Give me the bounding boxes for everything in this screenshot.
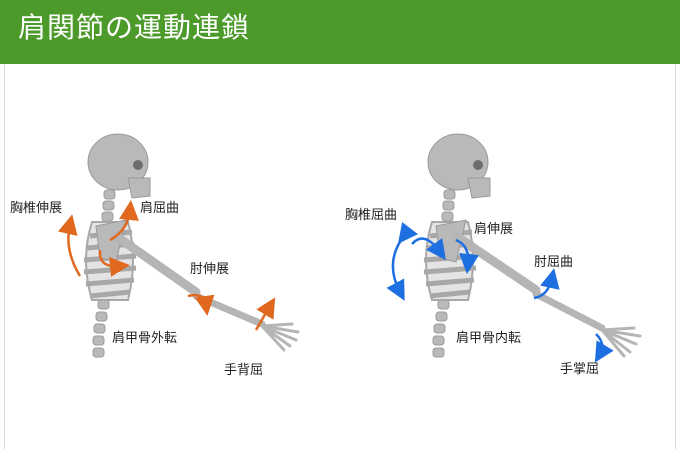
right-label-thoracic: 胸椎屈曲 <box>345 208 398 223</box>
right-elbow-arrow <box>533 268 560 300</box>
right-arrows <box>386 221 614 363</box>
right-hand <box>600 326 642 358</box>
right-skeleton <box>423 133 642 358</box>
left-label-shoulder: 肩屈曲 <box>140 201 180 216</box>
right-thoracic-arrow <box>386 221 419 301</box>
right-skull <box>427 133 491 199</box>
left-wrist-arrow <box>254 297 276 331</box>
right-label-shoulder: 肩伸展 <box>474 222 514 237</box>
left-scapula-arrow <box>98 249 130 277</box>
left-label-thoracic: 胸椎伸展 <box>10 201 63 216</box>
right-wrist-arrow <box>594 333 614 363</box>
right-label-wrist: 手掌屈 <box>560 362 600 377</box>
right-label-scapula: 肩甲骨内転 <box>456 331 522 346</box>
left-arrows <box>58 200 276 331</box>
left-thoracic-arrow <box>58 214 82 277</box>
title-bar: 肩関節の運動連鎖 <box>0 0 680 64</box>
left-elbow-arrow <box>187 293 215 316</box>
right-shoulder-arrow <box>455 238 480 274</box>
right-scapula-arrow <box>411 237 446 261</box>
page-title: 肩関節の運動連鎖 <box>18 11 251 44</box>
left-humerus <box>111 231 201 297</box>
left-shoulder-arrow <box>109 200 139 242</box>
left-hand <box>260 322 300 352</box>
left-skeleton <box>83 133 300 358</box>
left-label-elbow: 肘伸展 <box>190 262 230 277</box>
right-forearm <box>532 290 606 332</box>
right-humerus <box>451 231 541 295</box>
left-spine <box>92 189 116 358</box>
left-label-scapula: 肩甲骨外転 <box>112 331 178 346</box>
left-label-wrist: 手背屈 <box>224 363 264 378</box>
right-spine <box>432 189 456 358</box>
left-forearm <box>192 292 266 328</box>
content-frame <box>4 64 676 449</box>
left-skull <box>87 133 151 199</box>
right-label-elbow: 肘屈曲 <box>534 255 574 270</box>
